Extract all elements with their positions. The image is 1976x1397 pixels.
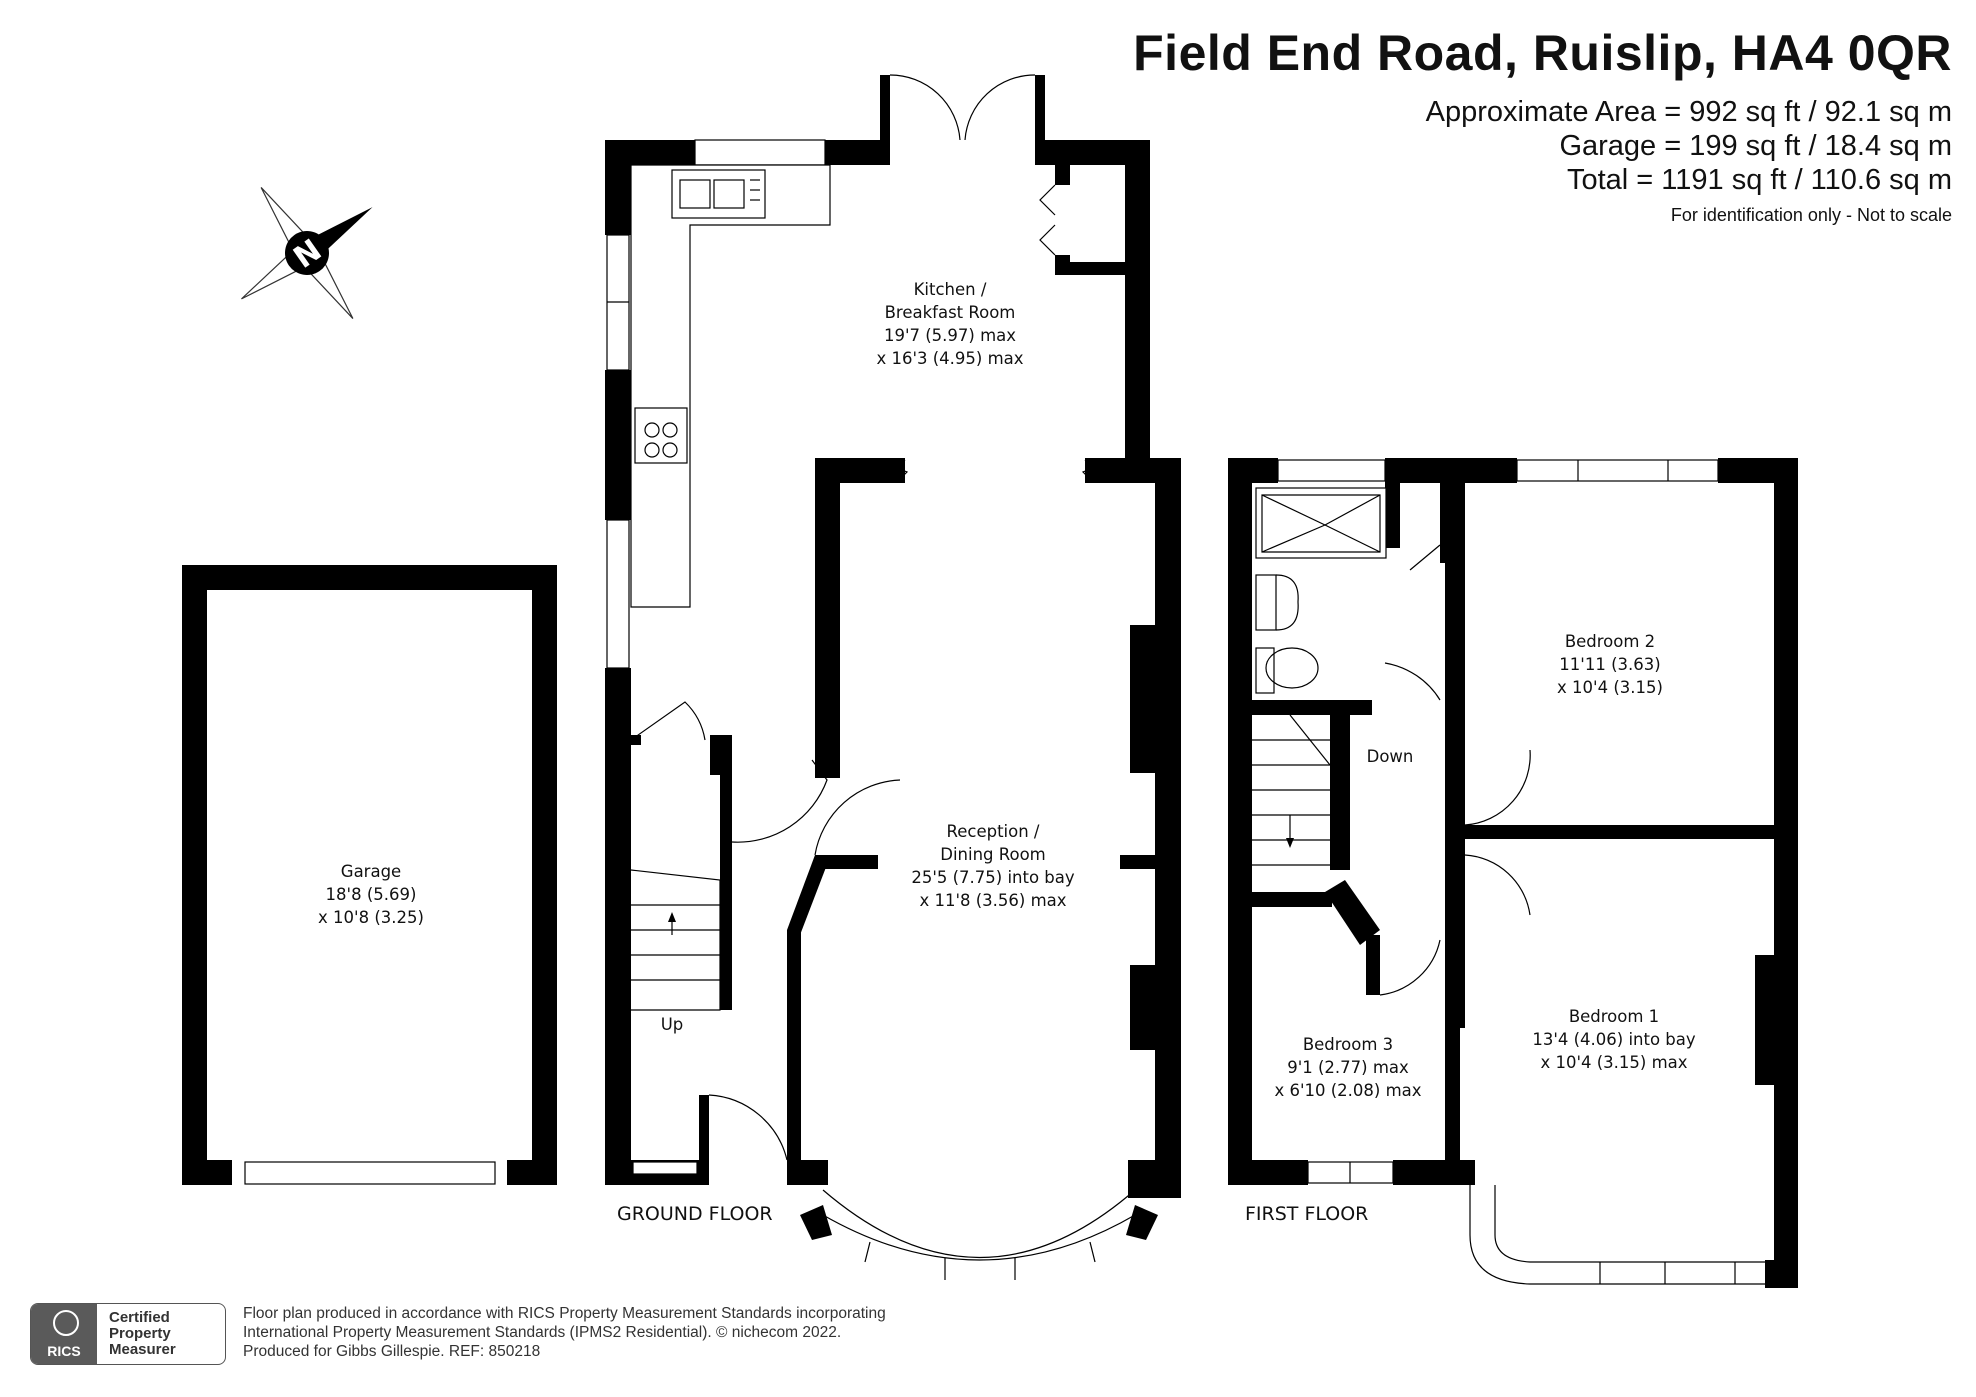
- bedroom1-label-line-1: Bedroom 1: [1569, 1007, 1659, 1026]
- badge-line-1: Certified: [109, 1309, 170, 1326]
- bedroom3-label: Bedroom 3 9'1 (2.77) max x 6'10 (2.08) m…: [1274, 1035, 1421, 1100]
- kitchen-label-line-1: Kitchen /: [914, 280, 987, 299]
- bedroom1-bay-window: [1469, 1185, 1770, 1285]
- ground-floor-doors: [630, 74, 1095, 1161]
- kitchen-label-line-2: Breakfast Room: [885, 303, 1016, 322]
- property-address-title: Field End Road, Ruislip, HA4 0QR: [1133, 25, 1952, 81]
- badge-line-2: Property: [109, 1325, 171, 1342]
- badge-line-3: Measurer: [109, 1341, 176, 1358]
- ground-floor-label: GROUND FLOOR: [617, 1203, 773, 1225]
- approximate-area: Approximate Area = 992 sq ft / 92.1 sq m: [1425, 96, 1952, 128]
- bedroom2-label: Bedroom 2 11'11 (3.63) x 10'4 (3.15): [1557, 632, 1663, 697]
- scale-disclaimer: For identification only - Not to scale: [1670, 205, 1952, 225]
- stairs-down-label: Down: [1367, 747, 1414, 766]
- bedroom2-label-line-2: 11'11 (3.63): [1559, 655, 1660, 674]
- compass-icon: [241, 187, 373, 319]
- first-floor-stairs: [1252, 714, 1331, 866]
- garage-walls: [182, 565, 557, 1185]
- ground-floor-stairs: [630, 869, 721, 1011]
- reception-bay-window: [800, 1189, 1158, 1280]
- rics-logo: RICS: [31, 1304, 97, 1364]
- kitchen-label: Kitchen / Breakfast Room 19'7 (5.97) max…: [876, 280, 1023, 368]
- kitchen-fittings: [630, 164, 831, 608]
- reception-label-line-3: 25'5 (7.75) into bay: [911, 868, 1075, 887]
- garage-label-line-3: x 10'8 (3.25): [318, 908, 424, 927]
- bedroom2-label-line-1: Bedroom 2: [1565, 632, 1655, 651]
- footer-line-1: Floor plan produced in accordance with R…: [243, 1305, 886, 1322]
- footer-line-3: Produced for Gibbs Gillespie. REF: 85021…: [243, 1343, 541, 1360]
- bedroom3-label-line-1: Bedroom 3: [1303, 1035, 1393, 1054]
- kitchen-label-line-4: x 16'3 (4.95) max: [876, 349, 1023, 368]
- bedroom1-label: Bedroom 1 13'4 (4.06) into bay x 10'4 (3…: [1532, 1007, 1696, 1072]
- garage-label-line-2: 18'8 (5.69): [326, 885, 417, 904]
- reception-label: Reception / Dining Room 25'5 (7.75) into…: [911, 822, 1075, 910]
- reception-label-line-2: Dining Room: [940, 845, 1046, 864]
- reception-label-line-4: x 11'8 (3.56) max: [919, 891, 1066, 910]
- bedroom1-label-line-3: x 10'4 (3.15) max: [1540, 1053, 1687, 1072]
- rics-logo-text: RICS: [47, 1343, 81, 1359]
- bedroom1-label-line-2: 13'4 (4.06) into bay: [1532, 1030, 1696, 1049]
- rics-emblem-icon: [53, 1310, 79, 1336]
- ground-floor-walls: [605, 75, 1181, 1198]
- bedroom2-label-line-3: x 10'4 (3.15): [1557, 678, 1663, 697]
- bedroom3-label-line-3: x 6'10 (2.08) max: [1274, 1081, 1421, 1100]
- stairs-up-label: Up: [661, 1015, 684, 1034]
- footer-line-2: International Property Measurement Stand…: [243, 1324, 842, 1341]
- rics-certified-badge: RICS Certified Property Measurer: [30, 1303, 226, 1365]
- first-floor-label: FIRST FLOOR: [1245, 1203, 1368, 1225]
- footer-notice: Floor plan produced in accordance with R…: [243, 1304, 886, 1361]
- total-area: Total = 1191 sq ft / 110.6 sq m: [1566, 164, 1952, 196]
- kitchen-label-line-3: 19'7 (5.97) max: [884, 326, 1016, 345]
- garage-label: Garage 18'8 (5.69) x 10'8 (3.25): [318, 862, 424, 927]
- garage-area: Garage = 199 sq ft / 18.4 sq m: [1559, 130, 1952, 162]
- bedroom3-label-line-2: 9'1 (2.77) max: [1287, 1058, 1409, 1077]
- garage-label-line-1: Garage: [341, 862, 401, 881]
- reception-label-line-1: Reception /: [947, 822, 1040, 841]
- first-floor-doors: [1379, 544, 1531, 996]
- first-floor-walls: [1228, 458, 1798, 1288]
- bathroom-fittings: [1255, 487, 1387, 694]
